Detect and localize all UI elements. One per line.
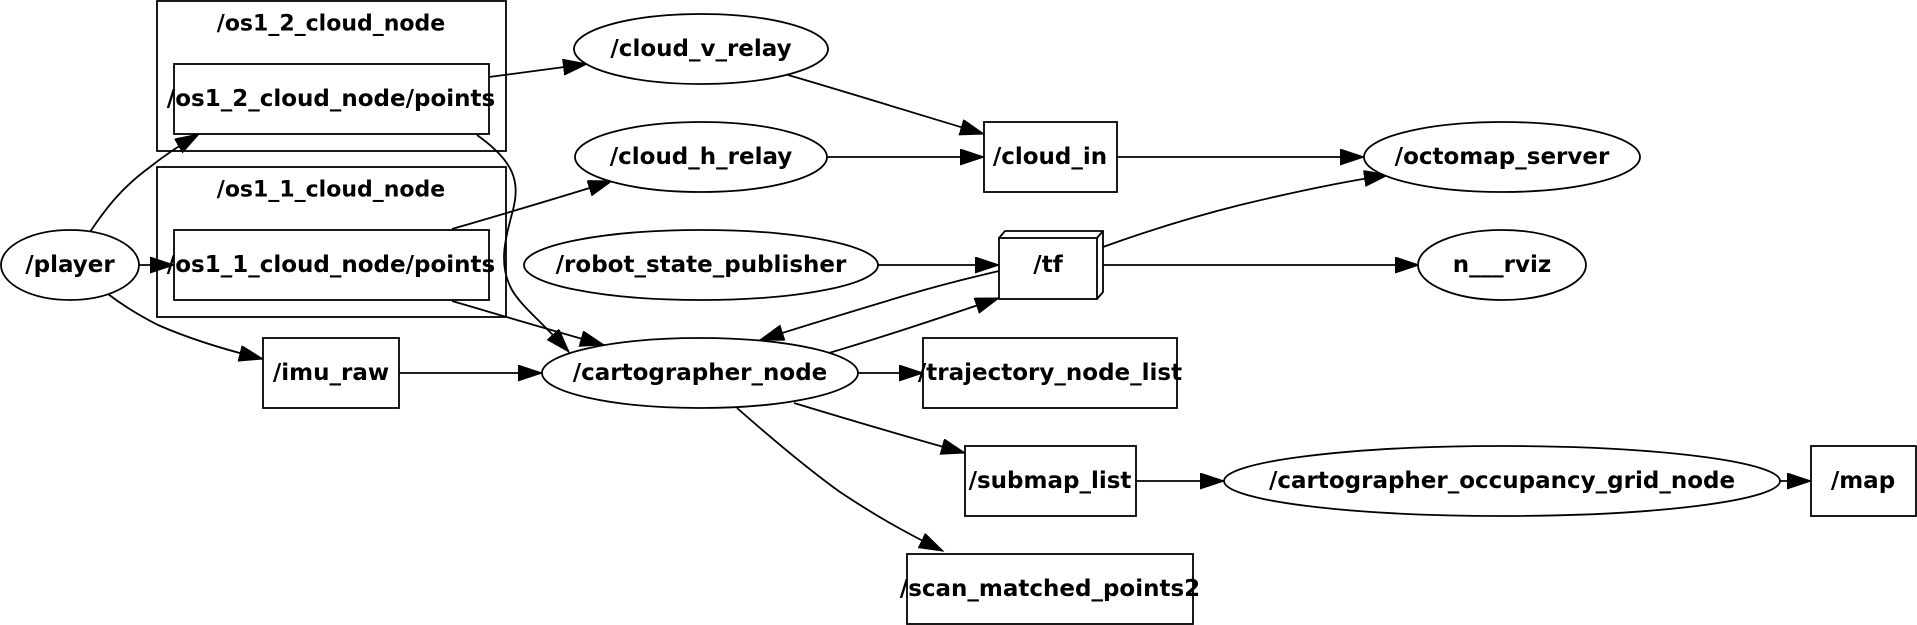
nodes-layer: /player /os1_2_cloud_node/points /os1_1_… bbox=[0, 13, 1917, 625]
edge-cloud-v-relay-to-cloud-in bbox=[787, 74, 984, 134]
node-label-submap-list: /submap_list bbox=[969, 468, 1132, 494]
node-submap-list[interactable]: /submap_list bbox=[964, 445, 1137, 517]
edge-player-to-imu-raw bbox=[107, 293, 263, 359]
edge-tf-to-cartographer-node bbox=[760, 270, 1000, 341]
node-os1-1-points[interactable]: /os1_1_cloud_node/points bbox=[167, 229, 495, 301]
node-label-player: /player bbox=[25, 252, 115, 278]
node-tf[interactable]: /tf bbox=[998, 230, 1104, 300]
edge-tf-to-octomap-server bbox=[1102, 175, 1388, 248]
node-cloud-in[interactable]: /cloud_in bbox=[983, 121, 1118, 193]
node-label-rviz: n___rviz bbox=[1453, 252, 1551, 278]
cluster-os1-1-cloud-node: /os1_1_cloud_node bbox=[156, 166, 507, 318]
cluster-label-os1-2-cloud-node: /os1_2_cloud_node bbox=[217, 12, 445, 37]
cluster-os1-2-cloud-node: /os1_2_cloud_node bbox=[156, 0, 507, 152]
node-label-os1-1-points: /os1_1_cloud_node/points bbox=[167, 252, 495, 278]
edge-cartographer-node-to-submap-list bbox=[793, 402, 965, 453]
node-label-cloud-h-relay: /cloud_h_relay bbox=[610, 144, 793, 170]
edge-os1-1-points-to-cartographer-node bbox=[451, 300, 604, 345]
node-rviz[interactable]: n___rviz bbox=[1417, 229, 1587, 301]
node-label-trajectory-node-list: /trajectory_node_list bbox=[918, 360, 1182, 386]
node-os1-2-points[interactable]: /os1_2_cloud_node/points bbox=[167, 63, 495, 135]
node-label-robot-state-publisher: /robot_state_publisher bbox=[556, 252, 847, 278]
node-label-os1-2-points: /os1_2_cloud_node/points bbox=[167, 86, 495, 112]
edge-os1-2-points-to-cloud-v-relay bbox=[488, 64, 587, 78]
cluster-label-os1-1-cloud-node: /os1_1_cloud_node bbox=[217, 178, 445, 203]
node-label-tf: /tf bbox=[1033, 252, 1063, 278]
node-cartographer-node[interactable]: /cartographer_node bbox=[541, 337, 859, 409]
node-label-cartographer-node: /cartographer_node bbox=[573, 360, 828, 386]
node-trajectory-node-list[interactable]: /trajectory_node_list bbox=[918, 337, 1182, 409]
edge-os1-2-points-to-cartographer-node bbox=[476, 134, 569, 352]
edge-os1-1-points-to-cloud-h-relay bbox=[451, 181, 612, 230]
node-cartographer-occupancy-grid-node[interactable]: /cartographer_occupancy_grid_node bbox=[1223, 445, 1781, 517]
node-cloud-h-relay[interactable]: /cloud_h_relay bbox=[574, 121, 828, 193]
node-scan-matched-points2[interactable]: /scan_matched_points2 bbox=[900, 553, 1200, 625]
edge-cartographer-node-to-tf bbox=[828, 297, 999, 354]
node-map[interactable]: /map bbox=[1810, 445, 1917, 517]
node-label-cloud-in: /cloud_in bbox=[993, 144, 1107, 170]
edge-player-to-os1-2-points bbox=[89, 134, 199, 233]
node-imu-raw[interactable]: /imu_raw bbox=[262, 337, 400, 409]
clusters-layer: /os1_2_cloud_node /os1_1_cloud_node bbox=[156, 0, 507, 318]
node-label-cartographer-occupancy-grid-node: /cartographer_occupancy_grid_node bbox=[1269, 468, 1735, 494]
node-label-imu-raw: /imu_raw bbox=[273, 360, 389, 386]
node-label-map: /map bbox=[1831, 468, 1895, 494]
edges-layer bbox=[89, 64, 1811, 552]
edge-cartographer-node-to-scan-matched-points2 bbox=[736, 407, 943, 552]
node-label-octomap-server: /octomap_server bbox=[1395, 144, 1610, 170]
node-octomap-server[interactable]: /octomap_server bbox=[1363, 121, 1641, 193]
node-robot-state-publisher[interactable]: /robot_state_publisher bbox=[523, 229, 879, 301]
node-player[interactable]: /player bbox=[0, 229, 140, 301]
node-label-cloud-v-relay: /cloud_v_relay bbox=[610, 36, 791, 62]
node-cloud-v-relay[interactable]: /cloud_v_relay bbox=[573, 13, 829, 85]
node-label-scan-matched-points2: /scan_matched_points2 bbox=[900, 576, 1200, 602]
